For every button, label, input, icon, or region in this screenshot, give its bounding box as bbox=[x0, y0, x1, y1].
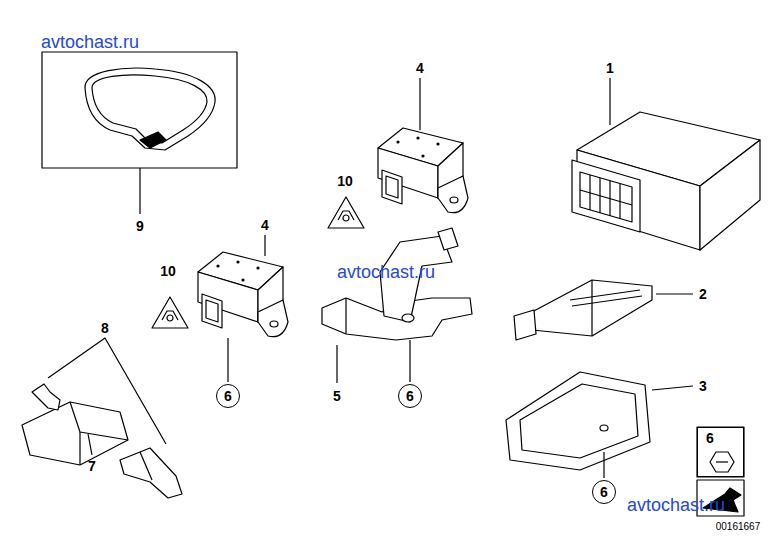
callout-number: 4 bbox=[261, 218, 269, 232]
drawing-number: 00161667 bbox=[716, 522, 761, 532]
callout-number: 3 bbox=[699, 379, 707, 393]
callout-circle: 6 bbox=[216, 384, 240, 408]
callout-number: 7 bbox=[88, 459, 96, 473]
callout-circle: 6 bbox=[398, 384, 422, 408]
reference-box: 6 bbox=[697, 427, 744, 477]
callout-number: 6 bbox=[406, 389, 414, 403]
callout-number: 1 bbox=[606, 61, 614, 75]
callout-number: 5 bbox=[333, 389, 341, 403]
callout-number: 10 bbox=[160, 264, 176, 278]
callout-circle: 6 bbox=[592, 480, 616, 504]
callout-number: 6 bbox=[706, 431, 714, 445]
callout-number: 6 bbox=[224, 389, 232, 403]
callout-number: 9 bbox=[136, 219, 144, 233]
watermark: avtochast.ru bbox=[337, 263, 435, 281]
callout-number: 4 bbox=[416, 61, 424, 75]
watermark: avtochast.ru bbox=[41, 33, 139, 51]
callout-number: 6 bbox=[600, 485, 608, 499]
callout-number: 8 bbox=[101, 321, 109, 335]
callout-number: 2 bbox=[699, 287, 707, 301]
callout-number: 10 bbox=[337, 174, 353, 188]
watermark: avtochast.ru bbox=[627, 496, 725, 514]
